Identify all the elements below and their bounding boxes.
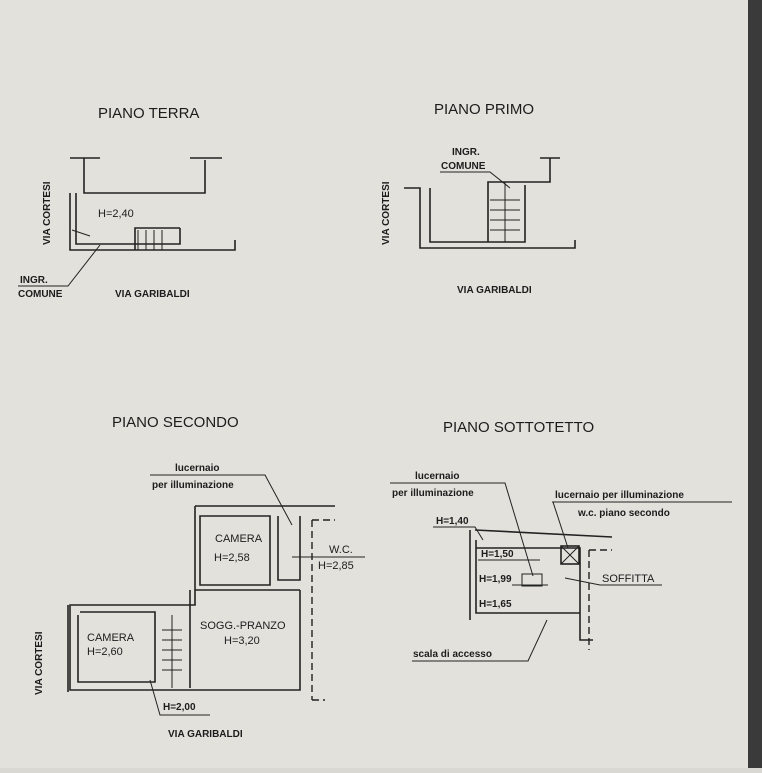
street-label: VIA GARIBALDI [457, 285, 532, 296]
height-label: H=1,50 [481, 549, 514, 560]
plan-title: PIANO PRIMO [434, 101, 534, 118]
stair-height: H=2,00 [163, 702, 196, 713]
plan-piano-primo: PIANO PRIMO INGR. COMUNE VIA CORTESI VIA… [381, 101, 576, 296]
room-height: H=2,60 [87, 646, 123, 658]
plan-piano-secondo: PIANO SECONDO lucernaio per illuminazion… [34, 414, 365, 740]
height-label: H=1,40 [436, 516, 469, 527]
room-height: H=3,20 [224, 635, 260, 647]
plan-title: PIANO SOTTOTETTO [443, 419, 594, 436]
room-height: H=2,58 [214, 552, 250, 564]
room-name: CAMERA [87, 632, 135, 644]
height-label: H=1,99 [479, 574, 512, 585]
room-name: W.C. [329, 544, 353, 556]
street-label: VIA CORTESI [34, 631, 45, 695]
skylight-label: per illuminazione [152, 480, 234, 491]
street-label: VIA CORTESI [381, 181, 392, 245]
street-label: VIA GARIBALDI [168, 729, 243, 740]
room-height: H=2,40 [98, 208, 134, 220]
height-label: H=1,65 [479, 599, 512, 610]
entrance-label: COMUNE [441, 161, 486, 172]
skylight-wc-label: lucernaio per illuminazione [555, 490, 684, 501]
plan-title: PIANO SECONDO [112, 414, 239, 431]
street-label: VIA CORTESI [42, 181, 53, 245]
plan-piano-terra: PIANO TERRA H=2,40 VIA CORTESI INGR. COM… [18, 105, 236, 300]
room-name: CAMERA [215, 533, 263, 545]
skylight-label: per illuminazione [392, 488, 474, 499]
skylight-wc-label: w.c. piano secondo [577, 508, 670, 519]
plan-piano-sottotetto: PIANO SOTTOTETTO lucernaio per illuminaz… [390, 419, 732, 662]
skylight-label: lucernaio [175, 463, 219, 474]
entrance-label: COMUNE [18, 289, 63, 300]
skylight-label: lucernaio [415, 471, 459, 482]
room-name: SOFFITTA [602, 573, 655, 585]
stair-label: scala di accesso [413, 649, 492, 660]
room-name: SOGG.-PRANZO [200, 620, 286, 632]
street-label: VIA GARIBALDI [115, 289, 190, 300]
plan-title: PIANO TERRA [98, 105, 199, 122]
entrance-label: INGR. [452, 147, 480, 158]
room-height: H=2,85 [318, 560, 354, 572]
page-edge [748, 0, 762, 768]
entrance-label: INGR. [20, 275, 48, 286]
